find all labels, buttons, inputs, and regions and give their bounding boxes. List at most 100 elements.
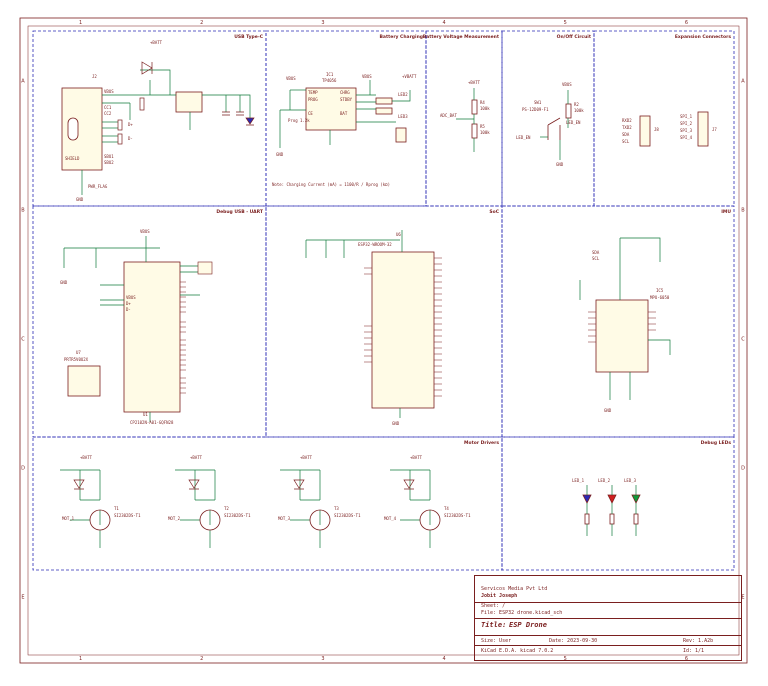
tb-file: File: ESP32 drone.kicad_sch xyxy=(481,610,563,616)
imu-mpu6050-ic5 xyxy=(595,299,649,373)
onoff-sw1-val: PS-12D09-F1 xyxy=(522,107,549,112)
tb-company: Servicos Media Pvt Ltd xyxy=(481,586,548,592)
debug-vbus: VBUS xyxy=(140,229,150,234)
soc-wires xyxy=(305,230,403,418)
expansion-rxd2: RXD2 xyxy=(622,118,632,123)
expansion-spi4: SPI_4 xyxy=(680,135,693,140)
sheet-inner-border xyxy=(27,25,740,656)
debug-u7-ref: U7 xyxy=(76,350,81,355)
vmeas-r5-ref: R5 xyxy=(480,124,485,129)
motor-t4-ref: T4 xyxy=(444,506,449,511)
debug-led3-label: LED_3 xyxy=(624,478,637,483)
zone-row-A-right: A xyxy=(741,79,745,85)
charger-wires xyxy=(279,80,411,148)
expansion-spi1: SPI_1 xyxy=(680,114,693,119)
charger-led2 xyxy=(375,97,393,105)
motor-vbatt-2: +BATT xyxy=(190,455,203,460)
section-battery-voltage-title: Battery Voltage Measurement xyxy=(423,34,500,40)
charger-chrg-pin: CHRG xyxy=(340,90,350,95)
zone-col-2-top: 2 xyxy=(200,20,203,26)
motor-vbatt-1: +BATT xyxy=(80,455,93,460)
motor-t4-val: SI2302DS-T1 xyxy=(444,513,471,518)
charger-vbus-label: VBUS xyxy=(286,76,296,81)
debug-esd-u7 xyxy=(67,365,101,397)
charger-gnd-label: GND xyxy=(276,152,284,157)
motor-t2-ref: T2 xyxy=(224,506,229,511)
zone-row-D-left: D xyxy=(21,466,25,472)
zone-col-6-top: 6 xyxy=(685,20,688,26)
imu-wires xyxy=(579,237,671,400)
tb-title-label: Title: xyxy=(481,621,507,629)
motor-t1-val: SI2302DS-T1 xyxy=(114,513,141,518)
debug-u7-value: PRTR5V0U2X xyxy=(64,357,89,362)
title-block: Servicos Media Pvt Ltd Jobit Joseph Shee… xyxy=(474,575,742,661)
section-imu-box xyxy=(501,205,735,438)
zone-col-4-top: 4 xyxy=(442,20,445,26)
usb-resistor-a xyxy=(117,119,123,131)
zone-col-4-bottom: 4 xyxy=(442,656,445,662)
onoff-gnd: GND xyxy=(556,162,564,167)
usb-resistor-b xyxy=(117,133,123,145)
charger-ic1-ref: IC1 xyxy=(326,72,334,77)
imu-ic5-ref: IC5 xyxy=(656,288,664,293)
charger-temp-pin: TEMP xyxy=(308,90,318,95)
section-expansion-box xyxy=(593,30,735,207)
section-expansion-title: Expansion Connectors xyxy=(675,34,732,40)
tb-id: Id: 1/1 xyxy=(683,648,705,654)
usb-j2-ref: J2 xyxy=(92,74,97,79)
regulator-u2 xyxy=(175,91,203,113)
section-motor-drivers-box xyxy=(32,436,503,571)
soc-u6-ref: U6 xyxy=(396,232,401,237)
tb-rev: Rev: 1.A2b xyxy=(683,638,714,644)
zone-row-B-left: B xyxy=(21,208,25,214)
usb-r1 xyxy=(139,97,145,111)
charger-j5 xyxy=(395,127,407,143)
debug-cp2102-value: CP2102N-A01-GQFN28 xyxy=(130,420,174,425)
soc-pins xyxy=(364,257,442,397)
tb-sheet: Sheet: / xyxy=(481,603,506,609)
zone-row-C-left: C xyxy=(21,337,25,343)
vmeas-r4-ref: R4 xyxy=(480,100,485,105)
section-battery-charging-title: Battery Charging xyxy=(380,34,424,40)
charger-bat-pin: BAT xyxy=(340,111,348,116)
zone-col-1-top: 1 xyxy=(79,20,82,26)
expansion-sda: SDA xyxy=(622,132,630,137)
zone-col-3-top: 3 xyxy=(321,20,324,26)
expansion-txd2: TXD2 xyxy=(622,125,632,130)
tb-title: ESP Drone xyxy=(509,621,547,629)
usb-cap-c1 xyxy=(222,111,230,116)
charger-vbatt-label: +VBATT xyxy=(402,74,417,79)
sheet-border xyxy=(19,17,748,664)
motor-vbatt-4: +BATT xyxy=(410,455,423,460)
vmeas-r5 xyxy=(471,123,478,139)
section-imu-title: IMU xyxy=(721,209,731,215)
soc-esp32-u6 xyxy=(371,251,435,409)
vmeas-r5-val: 100k xyxy=(480,130,490,135)
usb-sbu1-pin: SBU1 xyxy=(104,154,114,159)
soc-gnd: GND xyxy=(392,421,400,426)
usb-wires xyxy=(81,69,251,195)
motor-mot4: MOT_4 xyxy=(384,516,397,521)
onoff-sw1-ref: SW1 xyxy=(534,100,542,105)
usb-sbu2-pin: SBU2 xyxy=(104,160,114,165)
motor-driver-3 xyxy=(280,469,331,548)
vmeas-wires xyxy=(456,88,475,152)
section-motor-drivers-title: Motor Drivers xyxy=(464,440,499,446)
motor-driver-2 xyxy=(175,469,221,548)
expansion-spi3: SPI_3 xyxy=(680,128,693,133)
onoff-wires xyxy=(540,90,569,160)
charger-ce-pin: CE xyxy=(308,111,313,116)
expansion-j8-ref: J8 xyxy=(654,127,659,132)
tb-author: Jobit Joseph xyxy=(481,593,518,599)
vmeas-vbatt: +BATT xyxy=(468,80,481,85)
debug-gnd: GND xyxy=(60,280,68,285)
tb-date: Date: 2023-09-30 xyxy=(549,638,598,644)
debug-dplus-pin: D+ xyxy=(126,301,131,306)
motor-driver-1 xyxy=(60,469,111,548)
usb-led1 xyxy=(245,117,255,126)
section-usb-title: USB Type-C xyxy=(234,34,264,40)
imu-mpu6050-value: MPU-6050 xyxy=(650,295,670,300)
debug-dminus-pin: D- xyxy=(126,307,131,312)
